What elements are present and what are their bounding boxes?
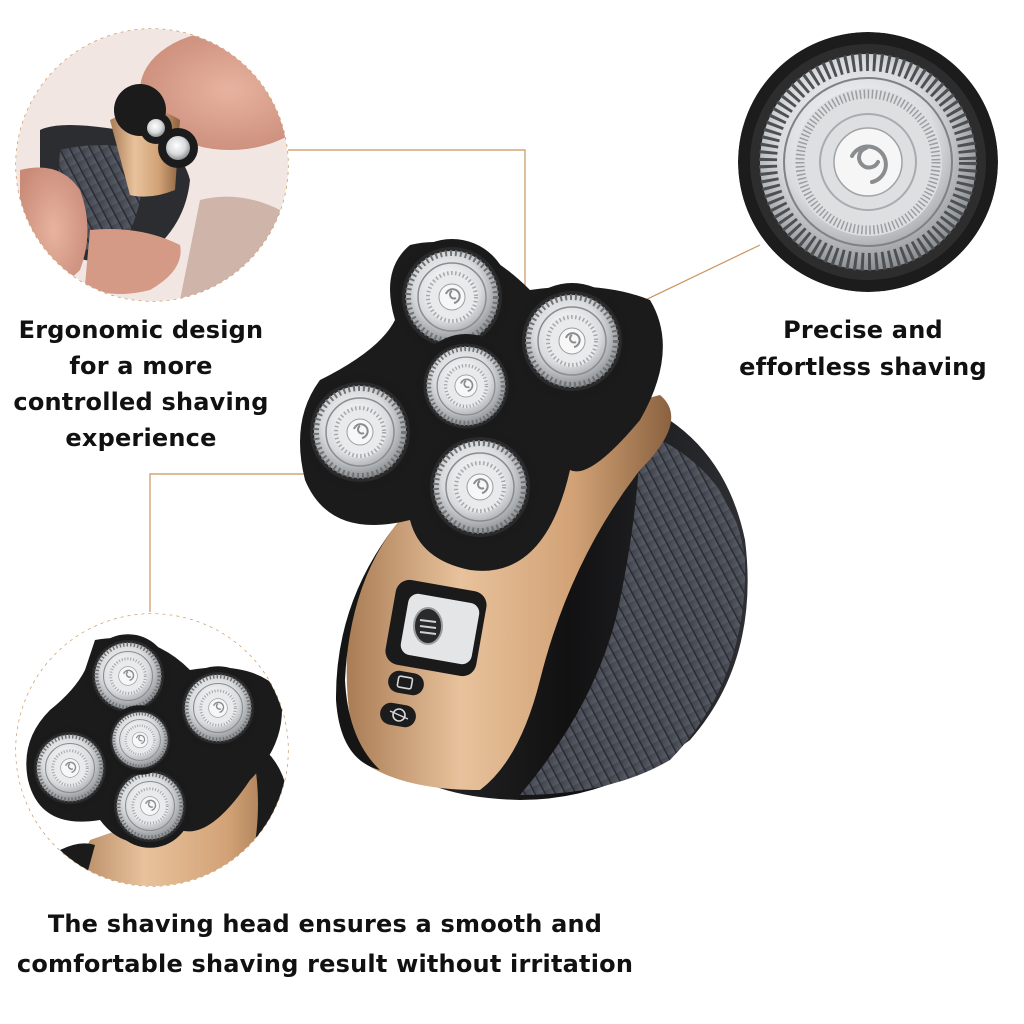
inset-hand-holding-shaver bbox=[16, 29, 288, 301]
power-switch-icon[interactable] bbox=[413, 607, 443, 645]
inset-foil-closeup bbox=[738, 32, 998, 292]
razor-mode-icon bbox=[388, 670, 424, 696]
caption-ergonomic: Ergonomic design for a more controlled s… bbox=[13, 316, 269, 452]
caption-shaving-head: The shaving head ensures a smooth and co… bbox=[16, 910, 634, 978]
control-panel bbox=[380, 579, 487, 728]
head-cluster bbox=[300, 239, 663, 571]
inset-head-cluster bbox=[16, 614, 288, 886]
trimmer-mode-icon bbox=[380, 702, 416, 728]
caption-precise: Precise and effortless shaving bbox=[739, 316, 987, 381]
shaver-image bbox=[300, 239, 748, 800]
